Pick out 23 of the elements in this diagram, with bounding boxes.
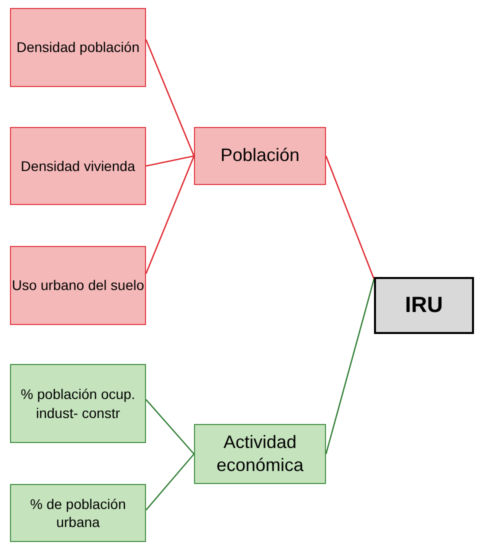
connector-line — [325, 278, 375, 454]
node-label: Uso urbano del suelo — [12, 276, 144, 295]
connector-line — [146, 454, 194, 511]
node-label: Densidad vivienda — [20, 156, 136, 176]
node-box — [10, 484, 146, 542]
node-label: Actividad económica — [215, 430, 305, 477]
node-box — [10, 8, 146, 87]
node-label: % población ocup. indust- constr — [20, 385, 136, 422]
connector-line — [145, 39, 195, 156]
connector-line — [145, 156, 195, 274]
connector-line — [146, 399, 194, 454]
result-box — [374, 277, 474, 334]
node-box — [194, 127, 326, 185]
node-label: Población — [220, 144, 300, 168]
node-label: Densidad población — [16, 38, 140, 57]
node-box — [194, 424, 326, 484]
node-box — [10, 246, 146, 325]
node-box — [10, 127, 146, 205]
node-label: IRU — [405, 291, 443, 320]
node-box — [10, 364, 146, 443]
connector-line — [146, 155, 194, 167]
node-label: % de población urbana — [29, 494, 127, 532]
connector-line — [325, 156, 375, 280]
